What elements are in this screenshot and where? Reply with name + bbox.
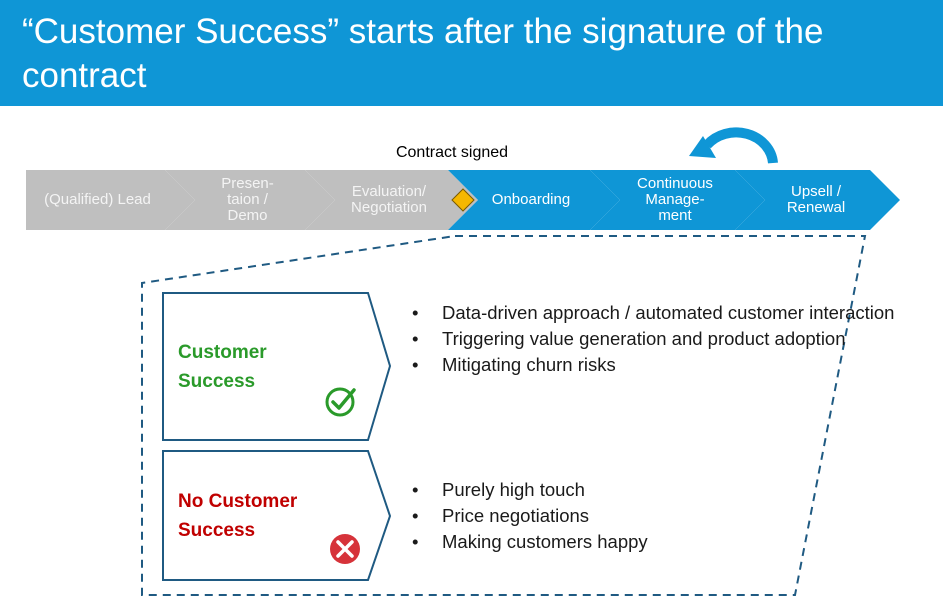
stage-label-upsell: Upsell / Renewal xyxy=(786,183,846,216)
bullet-item: Making customers happy xyxy=(412,529,912,555)
bullet-item: Purely high touch xyxy=(412,477,912,503)
stage-chevron-upsell xyxy=(735,170,900,230)
stage-label-presentation: Presen- taion / Demo xyxy=(221,175,274,224)
check-circle-icon xyxy=(325,387,356,417)
curved-return-arrow-icon xyxy=(689,127,778,164)
stage-label-evaluation: Evaluation/ Negotiation xyxy=(351,183,427,216)
bullet-item: Mitigating churn risks xyxy=(412,352,912,378)
stage-chevron-continuous-management xyxy=(590,170,765,230)
stage-label-onboarding: Onboarding xyxy=(491,191,571,208)
stage-chevron-onboarding xyxy=(448,170,620,230)
stage-label-continuous-management: Continuous Manage- ment xyxy=(637,175,713,224)
stage-chevron-presentation xyxy=(165,170,335,230)
bullet-item: Data-driven approach / automated custome… xyxy=(412,300,912,326)
customer-success-title: Customer Success xyxy=(178,342,267,392)
no-customer-success-bullets: Purely high touch Price negotiations Mak… xyxy=(412,477,912,555)
dashed-callout-border xyxy=(141,235,867,596)
customer-success-bullets: Data-driven approach / automated custome… xyxy=(412,300,912,378)
page-title: “Customer Success” starts after the sign… xyxy=(22,12,824,95)
stage-chevron-lead xyxy=(26,170,195,230)
bullet-item: Price negotiations xyxy=(412,503,912,529)
stage-chevron-evaluation xyxy=(305,170,478,230)
no-customer-success-title: No Customer Success xyxy=(178,491,298,541)
contract-signed-marker-icon xyxy=(451,188,475,212)
bullet-item: Triggering value generation and product … xyxy=(412,326,912,352)
contract-signed-label: Contract signed xyxy=(395,144,509,161)
x-circle-icon xyxy=(330,534,360,564)
header-bar: “Customer Success” starts after the sign… xyxy=(0,0,943,106)
stage-label-lead: (Qualified) Lead xyxy=(44,191,151,208)
